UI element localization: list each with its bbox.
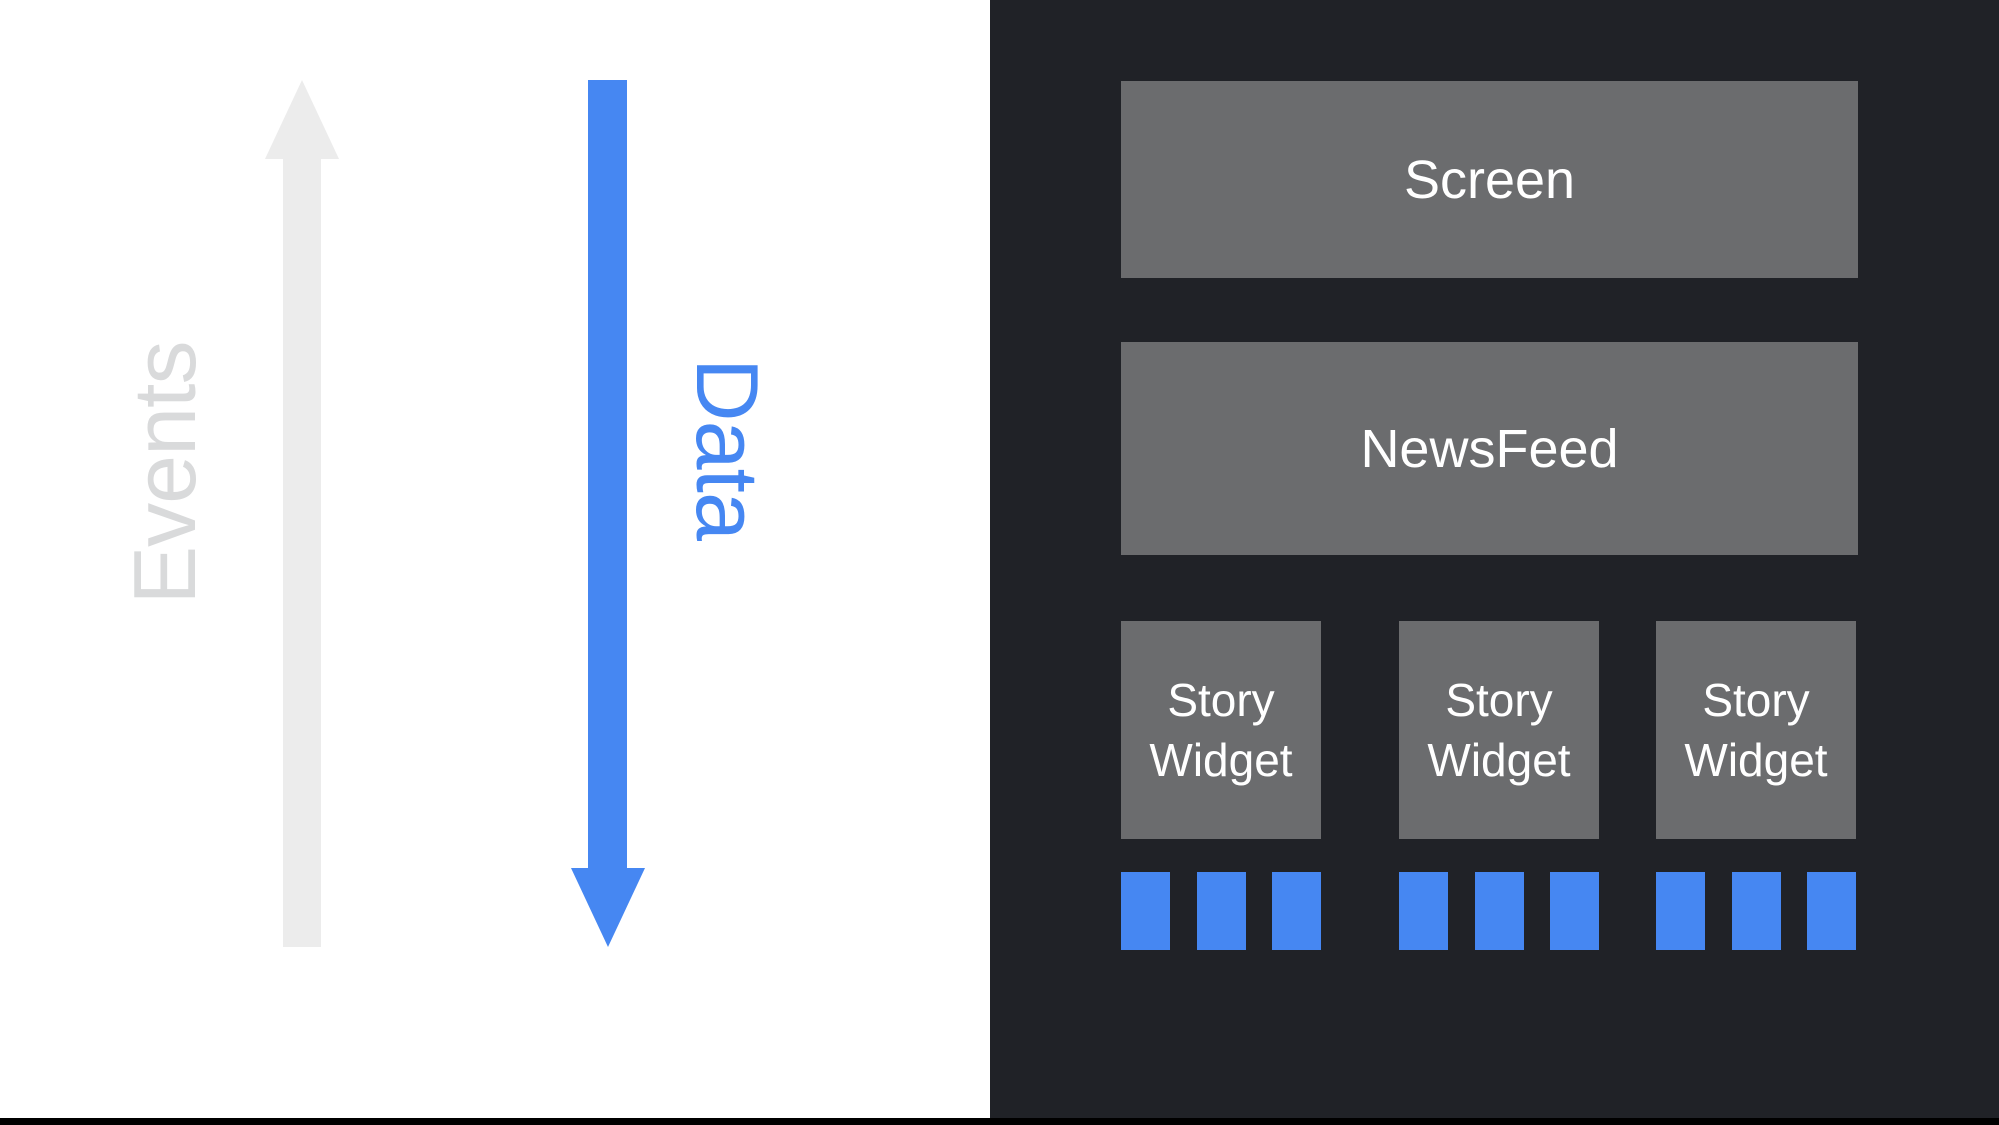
data-label: Data — [678, 358, 777, 540]
story-item-group-1 — [1121, 872, 1321, 950]
story-item-square — [1474, 872, 1524, 950]
events-label: Events — [115, 341, 214, 605]
story-widget-label-line1: Story — [1167, 674, 1275, 726]
story-item-square — [1550, 872, 1599, 950]
story-item-square — [1399, 872, 1448, 950]
story-widget-label-line2: Widget — [1427, 734, 1571, 786]
story-widget-label-line2: Widget — [1149, 734, 1293, 786]
story-item-square — [1656, 872, 1705, 950]
story-widget-label-line1: Story — [1445, 674, 1553, 726]
story-widget-box-2: Story Widget — [1399, 621, 1599, 839]
data-down-arrow-icon — [571, 868, 645, 947]
story-widget-box-1: Story Widget — [1121, 621, 1321, 839]
widget-tree-panel: Screen NewsFeed Story Widget Story Widge… — [990, 0, 1999, 1125]
story-widget-label-line2: Widget — [1684, 734, 1828, 786]
data-flow-panel: Events Data — [0, 0, 990, 1125]
story-item-square — [1731, 872, 1781, 950]
events-up-arrow-shaft — [283, 158, 321, 947]
story-widget-box-3: Story Widget — [1656, 621, 1856, 839]
bottom-edge-bar — [0, 1118, 1999, 1125]
story-item-square — [1196, 872, 1246, 950]
story-widget-label-line1: Story — [1702, 674, 1810, 726]
screen-widget-label: Screen — [1403, 149, 1576, 210]
events-up-arrow-icon — [265, 80, 339, 159]
newsfeed-widget-label: NewsFeed — [1360, 418, 1619, 479]
data-down-arrow-shaft — [588, 80, 627, 869]
story-item-square — [1121, 872, 1170, 950]
story-item-square — [1807, 872, 1856, 950]
story-item-group-2 — [1399, 872, 1599, 950]
newsfeed-widget-box: NewsFeed — [1121, 342, 1858, 555]
screen-widget-box: Screen — [1121, 81, 1858, 278]
story-item-square — [1272, 872, 1321, 950]
story-item-group-3 — [1656, 872, 1856, 950]
